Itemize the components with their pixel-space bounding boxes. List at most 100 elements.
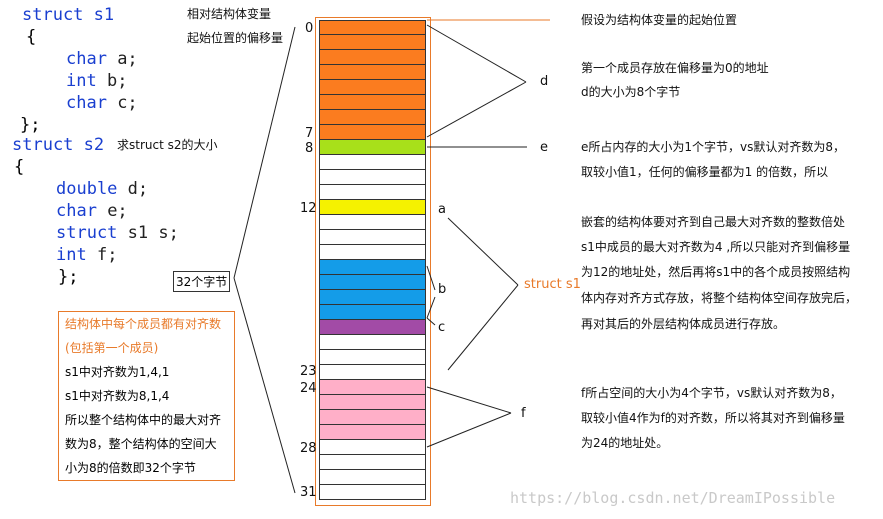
- bracket-line-bottom: [233, 277, 296, 494]
- memory-cell-e: [319, 140, 426, 155]
- s2-member-e: char e;: [56, 200, 128, 222]
- memory-cell-d: [319, 35, 426, 50]
- memory-cell-d: [319, 95, 426, 110]
- label-a: a: [438, 202, 446, 217]
- offset-label: 24: [300, 381, 317, 396]
- memory-cell-padding: [319, 170, 426, 185]
- label-struct-s1: struct s1: [524, 277, 581, 292]
- s2-member-d: double d;: [56, 178, 148, 200]
- explanation-s1-line: 为12的地址处，然后再将s1中的各个成员按照结构: [581, 265, 851, 279]
- memory-cell-d: [319, 65, 426, 80]
- memory-cell-padding: [319, 470, 426, 485]
- memory-cell-padding: [319, 245, 426, 260]
- offset-caption-line2: 起始位置的偏移量: [187, 31, 284, 45]
- s2-name: s2: [73, 135, 105, 155]
- explanation-e-line: e所占内存的大小为1个字节，vs默认对齐数为8，: [581, 140, 846, 154]
- summary-line: 小为8的倍数即32个字节: [65, 461, 196, 475]
- offset-label: 23: [300, 364, 317, 379]
- member-type: double: [56, 179, 118, 199]
- d-line-bottom: [426, 81, 527, 138]
- s1-line-bottom: [447, 284, 519, 371]
- member-name: c;: [106, 93, 138, 113]
- s2-member-f: int f;: [56, 244, 117, 266]
- memory-cell-f: [319, 410, 426, 425]
- explanation-d-line: d的大小为8个字节: [581, 85, 681, 99]
- s2-member-s: struct s1 s;: [56, 222, 179, 244]
- s2-close-brace: };: [58, 267, 79, 287]
- label-c: c: [438, 320, 446, 335]
- f-line-bottom: [426, 412, 512, 448]
- memory-cell-f: [319, 380, 426, 395]
- explanation-f-line: f所占空间的大小为4个字节，vs默认对齐数为8，: [581, 386, 842, 400]
- memory-cell-b: [319, 305, 426, 320]
- offset-label: 7: [305, 126, 314, 141]
- s1-header: struct s1: [22, 4, 114, 26]
- memory-cell-padding: [319, 455, 426, 470]
- memory-cell-padding: [319, 185, 426, 200]
- memory-layout: [319, 20, 426, 500]
- offset-label: 8: [305, 141, 314, 156]
- d-line-top: [426, 24, 527, 83]
- memory-cell-f: [319, 395, 426, 410]
- explanation-s1-line: s1中成员的最大对齐数为4 ,所以只能对齐到偏移量: [581, 240, 851, 254]
- s1-name: s1: [83, 5, 115, 25]
- s1-keyword: struct: [22, 5, 84, 25]
- memory-cell-b: [319, 290, 426, 305]
- memory-cell-b: [319, 275, 426, 290]
- memory-cell-padding: [319, 230, 426, 245]
- memory-cell-f: [319, 425, 426, 440]
- explanation-d-line: 第一个成员存放在偏移量为0的地址: [581, 61, 769, 75]
- member-name: d;: [117, 179, 149, 199]
- member-name: f;: [86, 245, 118, 265]
- member-type: char: [66, 49, 107, 69]
- member-type: int: [66, 71, 97, 91]
- total-bytes-box: 32个字节: [173, 271, 231, 292]
- explanation-start: 假设为结构体变量的起始位置: [581, 13, 738, 27]
- label-e: e: [540, 140, 548, 155]
- member-name: a;: [106, 49, 138, 69]
- s1-line-top: [447, 217, 519, 286]
- memory-cell-d: [319, 80, 426, 95]
- memory-cell-c: [319, 320, 426, 335]
- memory-cell-d: [319, 125, 426, 140]
- s1-member-a: char a;: [66, 48, 138, 70]
- memory-cell-padding: [319, 440, 426, 455]
- memory-cell-d: [319, 110, 426, 125]
- memory-cell-padding: [319, 350, 426, 365]
- memory-cell-padding: [319, 215, 426, 230]
- s1-open-brace: {: [26, 27, 37, 47]
- memory-cell-padding: [319, 155, 426, 170]
- summary-line: s1中对齐数为1,4,1: [65, 365, 170, 379]
- memory-cell-d: [319, 50, 426, 65]
- f-line-top: [426, 386, 512, 414]
- memory-cell-padding: [319, 335, 426, 350]
- explanation-s1-line: 嵌套的结构体要对齐到自己最大对齐数的整数倍处: [581, 215, 846, 229]
- offset-label: 31: [300, 485, 317, 500]
- summary-line: 结构体中每个成员都有对齐数: [65, 317, 222, 331]
- s2-header: struct s2: [12, 134, 104, 156]
- explanation-s1-line: 再对其后的外层结构体成员进行存放。: [581, 317, 786, 331]
- label-d: d: [540, 74, 549, 89]
- memory-cell-padding: [319, 485, 426, 500]
- member-type: char: [66, 93, 107, 113]
- explanation-f-line: 为24的地址处。: [581, 436, 669, 450]
- member-type: int: [56, 245, 87, 265]
- bracket-line-top: [233, 26, 296, 279]
- member-name: s1 s;: [117, 223, 179, 243]
- struct-s2-frame: [315, 17, 431, 506]
- member-type: char: [56, 201, 97, 221]
- s2-question: 求struct s2的大小: [117, 138, 218, 152]
- member-name: b;: [96, 71, 128, 91]
- label-b: b: [438, 282, 447, 297]
- b-line-bottom: [426, 296, 436, 319]
- s1-member-b: int b;: [66, 70, 127, 92]
- explanation-e-line: 取较小值1，任何的偏移量都为1 的倍数，所以: [581, 165, 829, 179]
- memory-cell-b: [319, 260, 426, 275]
- summary-line: 所以整个结构体中的最大对齐: [65, 413, 222, 427]
- b-line-top: [426, 265, 436, 291]
- offset-label: 28: [300, 441, 317, 456]
- summary-line: 数为8，整个结构体的空间大: [65, 437, 217, 451]
- s1-member-c: char c;: [66, 92, 138, 114]
- memory-cell-padding: [319, 365, 426, 380]
